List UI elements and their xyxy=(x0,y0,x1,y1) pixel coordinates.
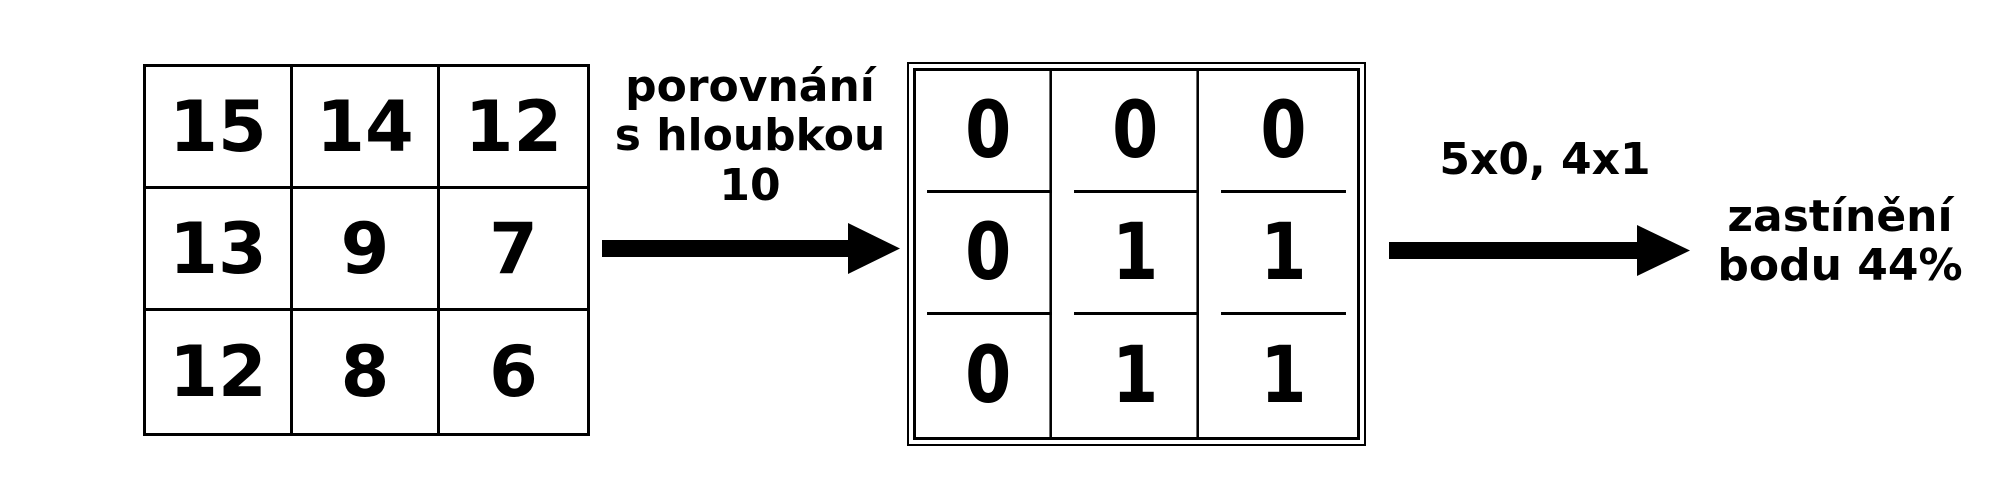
depth-cell: 13 xyxy=(146,189,293,311)
binary-cell: 0 xyxy=(927,315,1052,437)
depth-cell: 12 xyxy=(146,311,293,433)
depth-cell: 12 xyxy=(440,67,587,189)
binary-cell: 0 xyxy=(927,193,1052,315)
result-label-line1: zastínění xyxy=(1727,191,1953,242)
binary-values-grid: 0 0 0 0 1 1 0 1 1 xyxy=(913,68,1360,440)
binary-cell: 1 xyxy=(1074,315,1199,437)
compare-label: porovnání s hloubkou 10 xyxy=(590,62,910,210)
compare-label-line3: 10 xyxy=(719,159,781,211)
arrow-compare-shaft xyxy=(602,240,852,257)
result-label: zastínění bodu 44% xyxy=(1690,192,1990,291)
compare-label-line2: s hloubkou xyxy=(614,110,886,162)
arrow-compare-head xyxy=(848,223,900,274)
arrow-result-shaft xyxy=(1389,242,1641,259)
binary-cell: 1 xyxy=(1074,193,1199,315)
binary-cell: 1 xyxy=(1221,193,1346,315)
arrow-result xyxy=(1389,225,1690,276)
result-label-line2: bodu 44% xyxy=(1717,240,1963,292)
depth-cell: 6 xyxy=(489,331,538,413)
binary-cell: 0 xyxy=(1074,71,1199,193)
depth-values-grid: 15 14 12 13 9 7 12 8 6 xyxy=(143,64,590,436)
depth-cell: 14 xyxy=(293,67,440,189)
binary-cell: 0 xyxy=(1221,71,1346,193)
binary-cell: 0 xyxy=(927,71,1052,193)
depth-cell: 7 xyxy=(440,189,587,311)
depth-cell: 9 xyxy=(293,189,440,311)
depth-cell: 15 xyxy=(146,67,293,189)
arrow-result-head xyxy=(1637,225,1690,276)
count-label: 5x0, 4x1 xyxy=(1439,134,1651,185)
binary-grid-frame: 0 0 0 0 1 1 0 1 1 xyxy=(907,62,1366,446)
depth-cell: 8 xyxy=(293,311,440,433)
compare-label-line1: porovnání xyxy=(625,61,875,112)
arrow-compare xyxy=(602,223,900,274)
binary-cell: 1 xyxy=(1260,331,1307,421)
